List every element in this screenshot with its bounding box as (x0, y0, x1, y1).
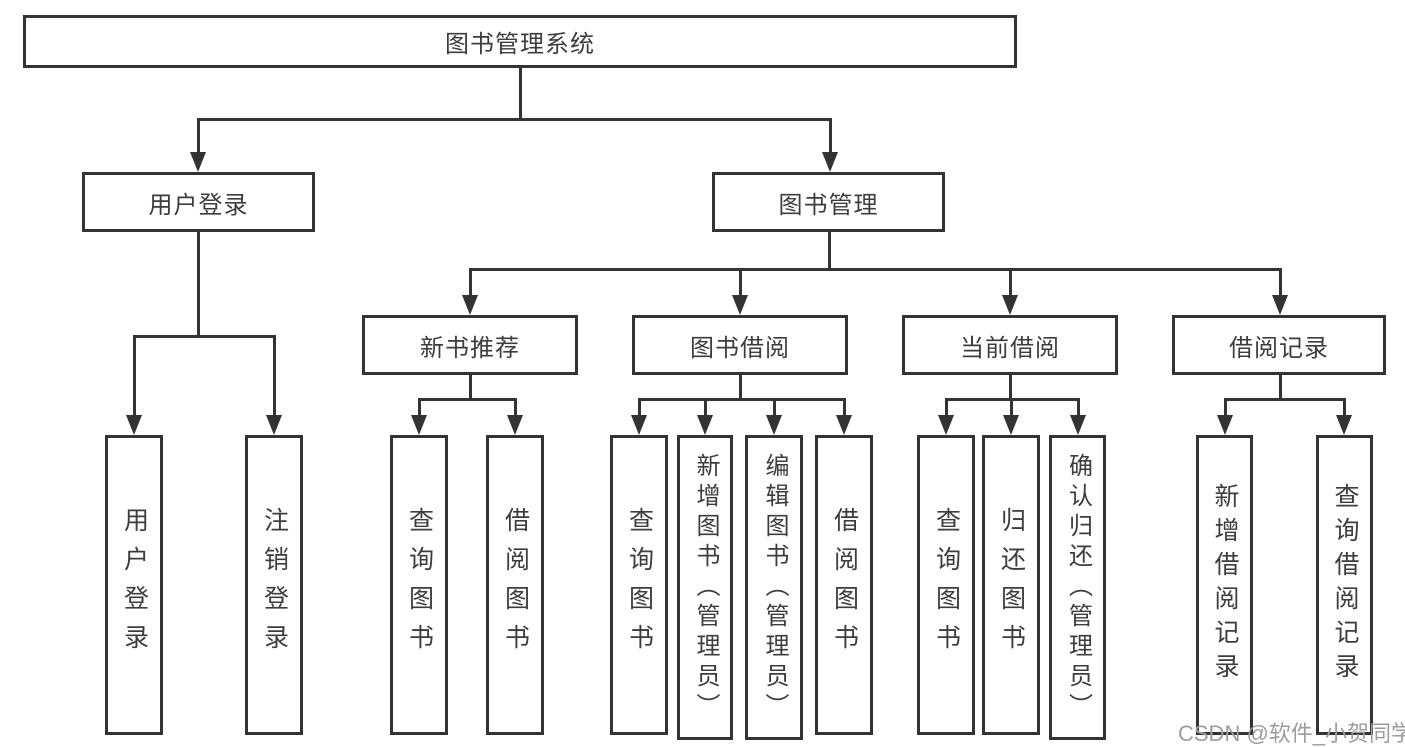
connector-line (133, 335, 136, 415)
connector-line (514, 398, 517, 415)
arrow-down-icon (836, 415, 852, 435)
arrow-down-icon (266, 415, 282, 435)
connector-line (1009, 375, 1012, 398)
arrow-down-icon (631, 415, 647, 435)
arrow-down-icon (1217, 415, 1233, 435)
connector-line (828, 232, 831, 268)
connector-line (1279, 268, 1282, 295)
arrow-down-icon (1336, 415, 1352, 435)
connector-line (1009, 268, 1012, 295)
connector-line (197, 232, 200, 335)
connector-line (739, 268, 742, 295)
arrow-down-icon (822, 152, 838, 172)
connector-line (1224, 398, 1227, 415)
connector-line (704, 398, 707, 415)
node-user-login: 用户登录 (82, 172, 315, 232)
connector-line (1077, 398, 1080, 415)
leaf-query-books-borrowing: 查询图书 (610, 435, 668, 735)
node-library-management-system: 图书管理系统 (23, 15, 1017, 68)
connector-line (773, 398, 776, 415)
connector-line (739, 375, 742, 398)
arrow-down-icon (938, 415, 954, 435)
connector-line (945, 398, 948, 415)
arrow-down-icon (126, 415, 142, 435)
connector-line (469, 268, 1282, 271)
leaf-query-borrow-record: 查询借阅记录 (1316, 435, 1373, 735)
arrow-down-icon (766, 415, 782, 435)
leaf-confirm-return-admin: 确认归还（管理员） (1049, 435, 1106, 740)
leaf-edit-books-admin: 编辑图书（管理员） (745, 435, 803, 740)
arrow-down-icon (507, 415, 523, 435)
arrow-down-icon (1272, 295, 1288, 315)
leaf-borrow-books-recommend: 借阅图书 (486, 435, 544, 735)
connector-line (1010, 398, 1013, 415)
leaf-borrow-books-borrowing: 借阅图书 (815, 435, 873, 735)
connector-line (1343, 398, 1346, 415)
arrow-down-icon (732, 295, 748, 315)
leaf-query-books-current: 查询图书 (917, 435, 975, 735)
connector-line (843, 398, 846, 415)
connector-line (469, 268, 472, 295)
connector-line (829, 118, 832, 154)
connector-line (133, 335, 276, 338)
node-book-borrowing: 图书借阅 (632, 315, 848, 375)
connector-line (469, 375, 472, 398)
connector-line (1279, 375, 1282, 398)
leaf-logout: 注销登录 (245, 435, 303, 735)
leaf-return-books: 归还图书 (982, 435, 1040, 735)
arrow-down-icon (1002, 295, 1018, 315)
connector-line (519, 68, 522, 118)
connector-line (418, 398, 421, 415)
arrow-down-icon (190, 152, 206, 172)
connector-line (197, 118, 200, 154)
arrow-down-icon (462, 295, 478, 315)
connector-line (638, 398, 846, 401)
leaf-add-books-admin: 新增图书（管理员） (677, 435, 733, 740)
connector-line (638, 398, 641, 415)
arrow-down-icon (1070, 415, 1086, 435)
node-new-book-recommendation: 新书推荐 (362, 315, 578, 375)
connector-line (1224, 398, 1346, 401)
node-book-management: 图书管理 (712, 172, 945, 232)
connector-line (418, 398, 517, 401)
csdn-watermark: CSDN @软件_小贺同学 (1178, 721, 1405, 746)
leaf-user-login: 用户登录 (105, 435, 163, 735)
node-borrowing-records: 借阅记录 (1172, 315, 1386, 375)
arrow-down-icon (411, 415, 427, 435)
arrow-down-icon (697, 415, 713, 435)
arrow-down-icon (1003, 415, 1019, 435)
connector-line (197, 118, 832, 121)
connector-line (273, 335, 276, 415)
leaf-query-books-recommend: 查询图书 (390, 435, 448, 735)
leaf-add-borrow-record: 新增借阅记录 (1196, 435, 1253, 735)
node-current-borrowing: 当前借阅 (902, 315, 1118, 375)
